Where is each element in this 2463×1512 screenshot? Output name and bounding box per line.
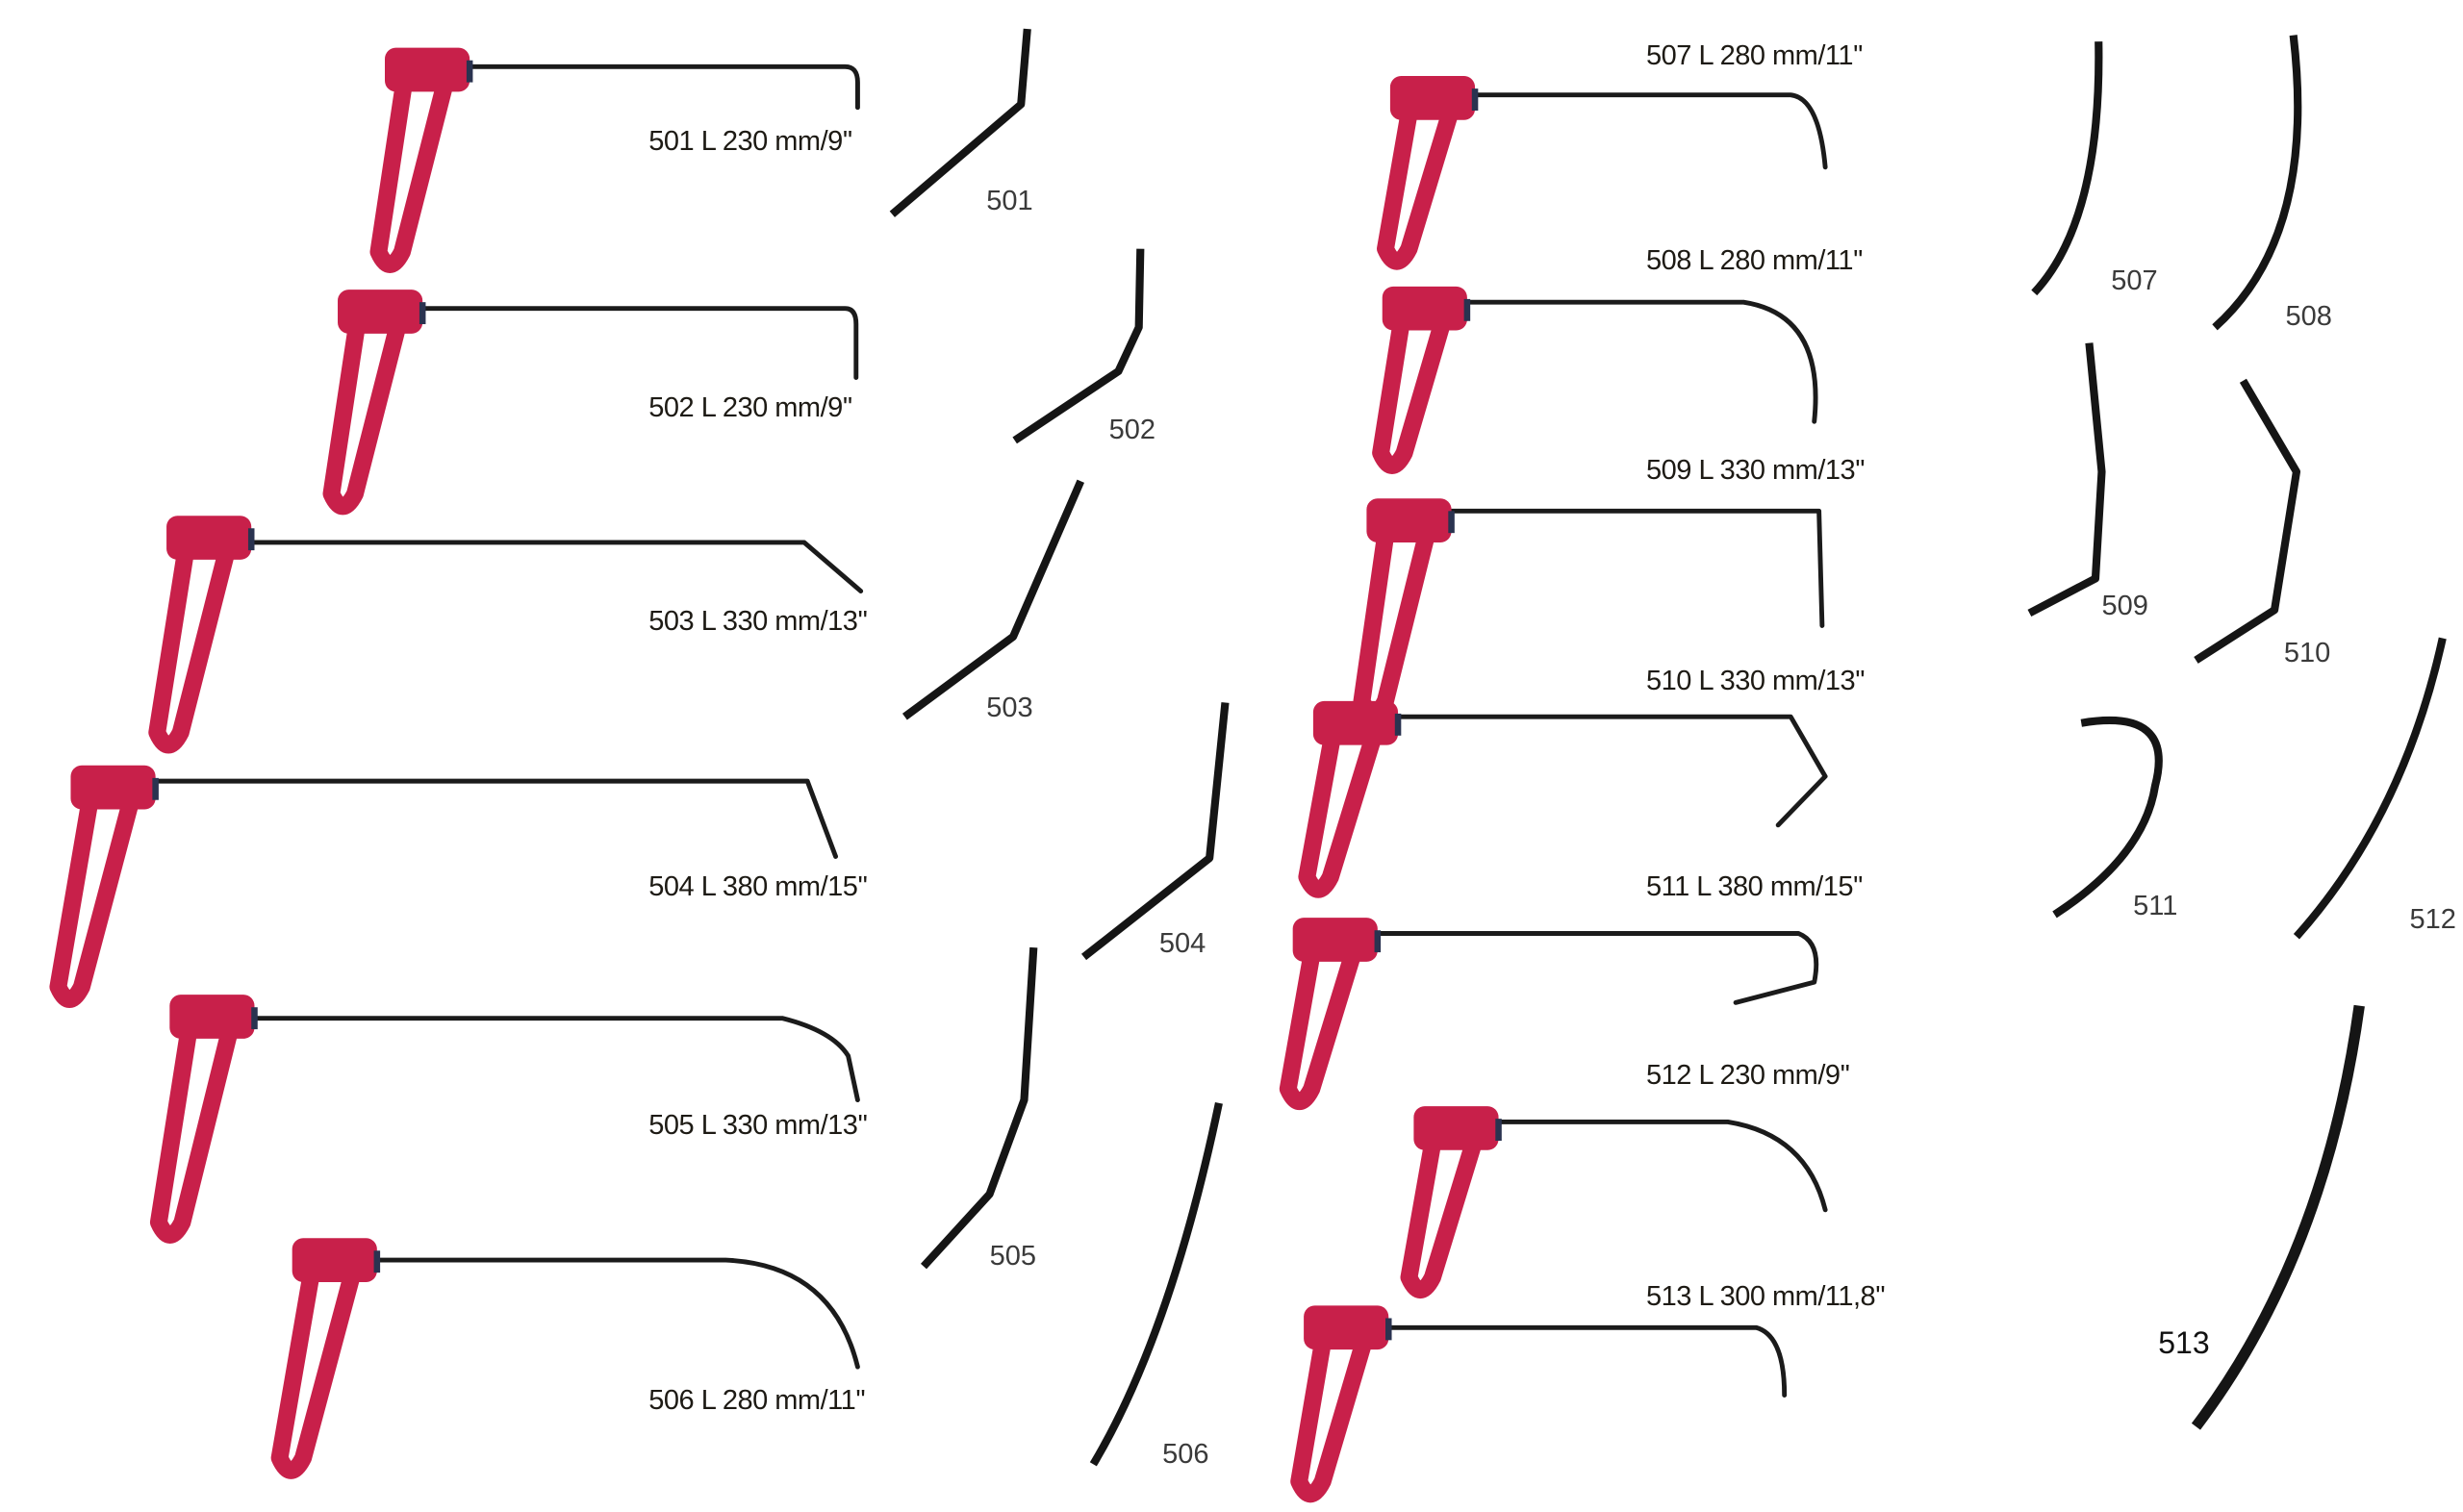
- rod-506: [374, 1257, 860, 1370]
- tool-510: [1298, 700, 1828, 898]
- tool-501: [369, 47, 860, 273]
- handle-grip-510: [1298, 736, 1382, 898]
- handle-head-508: [1382, 286, 1467, 331]
- handle-grip-511: [1279, 952, 1361, 1110]
- rod-509: [1435, 508, 1825, 628]
- handle-head-511: [1292, 918, 1378, 962]
- tool-505: [149, 995, 860, 1244]
- handle-grip-509: [1353, 534, 1435, 722]
- rod-503: [248, 540, 864, 594]
- rod-510: [1383, 714, 1828, 828]
- handle-grip-504: [49, 800, 140, 1008]
- tool-506: [270, 1238, 860, 1479]
- rod-511: [1363, 931, 1819, 1005]
- profile-512: [2293, 637, 2447, 940]
- profile-506: [1089, 1101, 1223, 1467]
- handle-grip-501: [369, 83, 453, 273]
- rod-513: [1367, 1324, 1788, 1398]
- profile-503: [901, 479, 1085, 720]
- profile-507: [2031, 41, 2103, 296]
- handle-head-503: [166, 516, 252, 560]
- tool-508: [1372, 286, 1818, 474]
- profile-501: [889, 28, 1031, 217]
- tool-507: [1377, 76, 1828, 270]
- tool-label-509: 509 L 330 mm/13'': [1646, 455, 1866, 487]
- profile-label-508: 508: [2285, 301, 2332, 333]
- profile-502: [1012, 248, 1145, 444]
- handle-grip-502: [322, 325, 406, 516]
- tool-511: [1279, 918, 1819, 1110]
- profile-505: [920, 946, 1038, 1270]
- handle-grip-505: [149, 1030, 239, 1244]
- tool-503: [148, 516, 864, 754]
- profile-label-507: 507: [2111, 265, 2158, 296]
- tool-label-506: 506 L 280 mm/11'': [648, 1385, 866, 1416]
- rod-504: [154, 778, 839, 859]
- handle-head-513: [1304, 1305, 1389, 1350]
- tool-label-507: 507 L 280 mm/11'': [1646, 40, 1864, 72]
- profile-label-504: 504: [1158, 927, 1206, 959]
- profile-label-510: 510: [2283, 637, 2331, 668]
- handle-head-510: [1312, 700, 1399, 745]
- tool-502: [322, 290, 859, 516]
- profile-label-512: 512: [2409, 904, 2456, 936]
- profile-513: [2191, 1004, 2365, 1430]
- handle-head-505: [169, 995, 255, 1039]
- tool-label-512: 512 L 230 mm/9'': [1646, 1060, 1850, 1092]
- handle-grip-503: [148, 551, 235, 754]
- handle-grip-513: [1290, 1341, 1372, 1503]
- profile-510: [2194, 378, 2301, 664]
- profile-504: [1081, 702, 1230, 961]
- handle-head-502: [338, 290, 423, 334]
- profile-509: [2027, 342, 2106, 617]
- handle-grip-507: [1377, 111, 1459, 270]
- handle-head-506: [292, 1238, 377, 1282]
- tool-label-505: 505 L 330 mm/13'': [648, 1110, 868, 1142]
- handle-head-509: [1366, 498, 1452, 542]
- rod-501: [466, 63, 860, 111]
- rod-507: [1458, 92, 1828, 170]
- tool-label-511: 511 L 380 mm/15'': [1646, 871, 1864, 903]
- profile-label-513: 513: [2158, 1324, 2210, 1360]
- handle-grip-512: [1400, 1141, 1483, 1298]
- profile-label-506: 506: [1162, 1438, 1209, 1470]
- handle-head-501: [385, 47, 470, 92]
- tool-513: [1290, 1305, 1788, 1503]
- handle-grip-508: [1372, 321, 1451, 474]
- handle-head-504: [70, 765, 156, 810]
- profile-label-503: 503: [986, 693, 1033, 723]
- rod-508: [1455, 299, 1818, 424]
- tool-label-504: 504 L 380 mm/15'': [648, 871, 868, 903]
- rod-505: [252, 1016, 860, 1102]
- rod-502: [421, 306, 859, 380]
- profile-label-511: 511: [2133, 890, 2178, 921]
- handle-head-512: [1413, 1106, 1499, 1150]
- profile-label-502: 502: [1108, 415, 1156, 446]
- handle-head-507: [1389, 76, 1476, 120]
- profile-508: [2212, 35, 2302, 331]
- tool-label-508: 508 L 280 mm/11'': [1646, 244, 1864, 276]
- handle-grip-506: [270, 1273, 361, 1479]
- tool-label-501: 501 L 230 mm/9'': [648, 125, 852, 157]
- tool-label-503: 503 L 330 mm/13'': [648, 606, 868, 638]
- tool-504: [49, 765, 839, 1008]
- tool-512: [1400, 1106, 1828, 1298]
- tool-label-513: 513 L 300 mm/11,8'': [1646, 1281, 1886, 1313]
- profile-label-501: 501: [986, 185, 1033, 216]
- tool-label-510: 510 L 330 mm/13'': [1646, 666, 1866, 697]
- rod-512: [1477, 1119, 1828, 1213]
- profile-511: [2052, 716, 2163, 919]
- profile-label-505: 505: [989, 1240, 1036, 1272]
- profile-label-509: 509: [2101, 590, 2148, 621]
- tool-label-502: 502 L 230 mm/9'': [648, 392, 852, 424]
